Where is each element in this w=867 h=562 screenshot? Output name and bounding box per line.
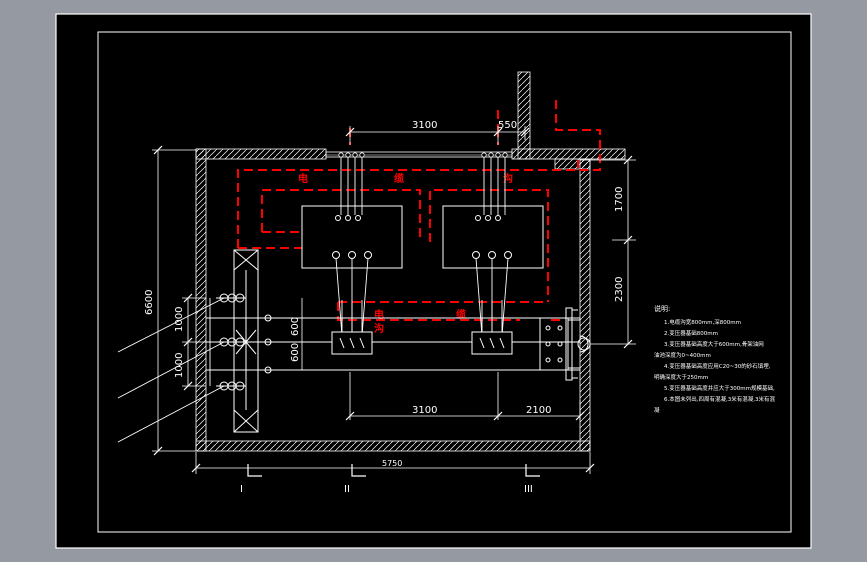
trench-label-6: 沟 (374, 322, 384, 335)
dim-inner-b: 600 (290, 343, 301, 362)
section-mark-3: III (524, 484, 533, 495)
notes-line: 明确深度大于250mm (654, 373, 708, 381)
notes: 说明: 1.电缆沟宽800mm,深800mm 2.变压器基础800mm 3.变压… (654, 304, 775, 414)
incoming-lines (117, 297, 225, 443)
notes-line: 5.变压器基础高度并应大于300mm规模基础, (664, 384, 775, 392)
notes-line: 4.变压器基础高度应用C20~30的砂石填埋, (664, 362, 771, 370)
notes-line: 1.电缆沟宽800mm,深800mm (664, 318, 741, 326)
trench-label-2: 缆 (394, 172, 404, 185)
dim-top-right: 550 (498, 120, 517, 131)
isolator-left (331, 331, 373, 355)
trench-label-1: 电 (298, 172, 308, 185)
notes-line: 2.变压器基础800mm (664, 329, 718, 337)
room-walls (195, 71, 626, 452)
dim-bottom-total: 5750 (382, 459, 402, 468)
dim-right-lower: 2300 (614, 277, 625, 302)
trench-label-5: 缆 (456, 308, 466, 321)
section-mark-1: I (240, 484, 243, 495)
section-marks (247, 464, 540, 477)
trench-label-3: 沟 (503, 172, 513, 185)
dim-right-upper: 1700 (614, 187, 625, 212)
dim-left-b: 1000 (174, 353, 185, 378)
section-mark-2: II (344, 484, 350, 495)
drawing-sheet (55, 13, 812, 549)
notes-line: 3.变压器基础高度大于600mm,骨架油网 (664, 340, 764, 348)
dim-left-a: 1000 (174, 307, 185, 332)
notes-heading: 说明: (654, 304, 670, 313)
dim-bottom-main: 3100 (412, 405, 437, 416)
dim-top-main: 3100 (412, 120, 437, 131)
incoming-structure (216, 249, 276, 433)
dim-inner-a: 600 (290, 317, 301, 336)
dimension-lines (152, 126, 636, 474)
dim-left-total: 6600 (144, 290, 155, 315)
trench-label-4: 电 (374, 308, 384, 321)
switchgear-right (539, 307, 591, 381)
dimension-ticks (153, 127, 633, 473)
drawing-frame (97, 31, 792, 533)
dim-bottom-right: 2100 (526, 405, 551, 416)
notes-line: 油池深度为0~400mm (654, 351, 711, 359)
transformer-wiring (335, 153, 509, 352)
isolator-right (471, 331, 513, 355)
notes-line: 6.本图未列出,四周有混凝,3米有混凝,3米有混 (664, 395, 775, 403)
bus-terminals (338, 152, 508, 158)
notes-line: 凝 (654, 406, 660, 414)
